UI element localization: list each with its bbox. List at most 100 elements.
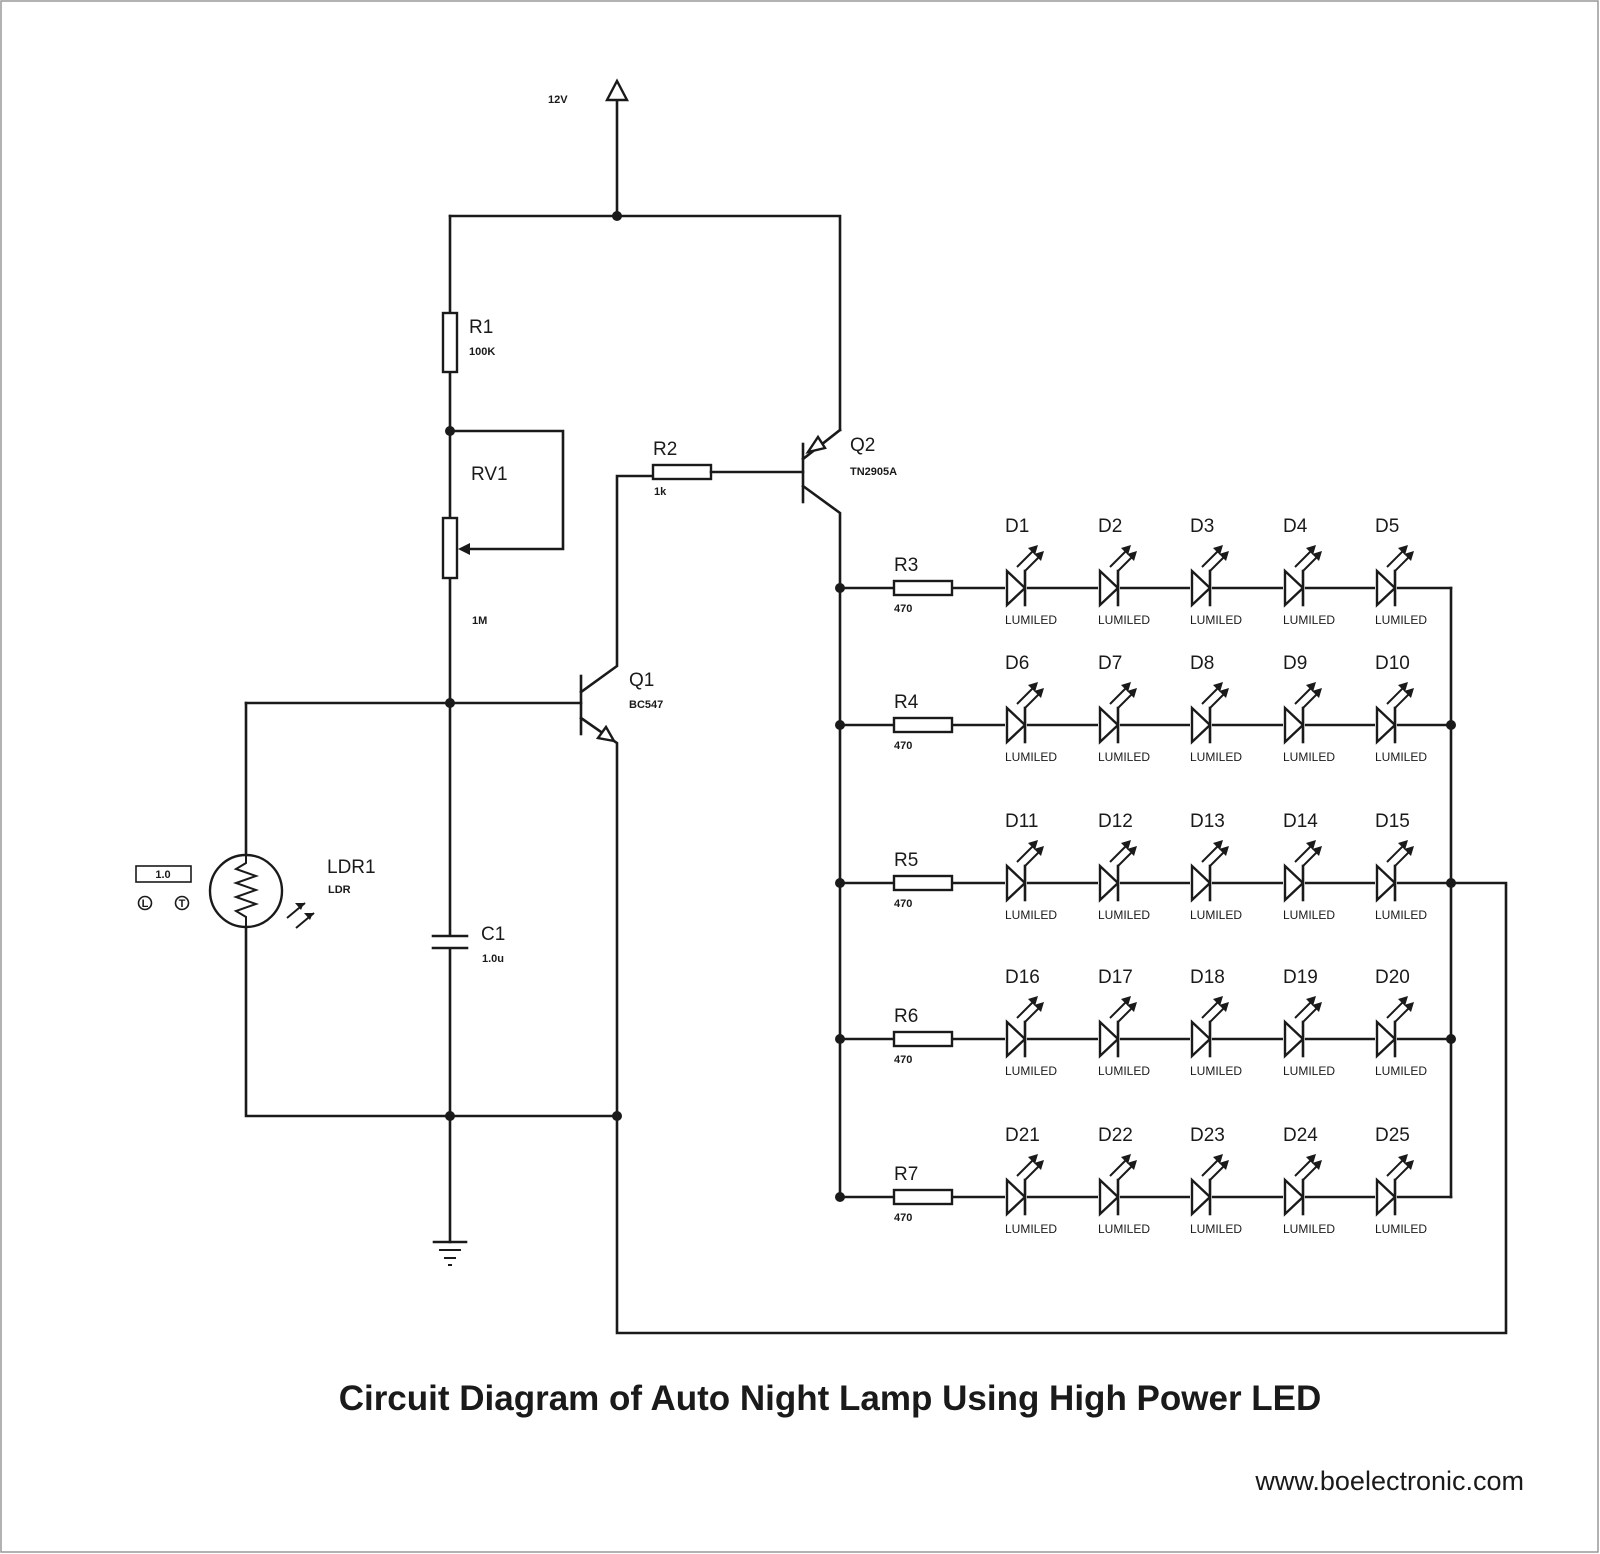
supply-terminal: 12V xyxy=(548,78,629,214)
r1-label: R1 xyxy=(469,317,493,338)
r1-value: 100K xyxy=(469,346,495,358)
led-value: LUMILED xyxy=(1375,1222,1427,1236)
led-value: LUMILED xyxy=(1098,750,1150,764)
website-label: www.boelectronic.com xyxy=(1254,1466,1524,1496)
led-value: LUMILED xyxy=(1098,1222,1150,1236)
transistor-q1: Q1 BC547 xyxy=(579,474,663,1118)
c1-value: 1.0u xyxy=(482,953,504,965)
resistor-value: 470 xyxy=(894,898,912,910)
led-label: D4 xyxy=(1283,516,1308,537)
resistor-label: R5 xyxy=(894,850,918,871)
rv1-label: RV1 xyxy=(471,464,508,485)
led-label: D7 xyxy=(1098,653,1122,674)
junction-left xyxy=(835,583,845,593)
led-label: D23 xyxy=(1190,1125,1225,1146)
supply-label: 12V xyxy=(548,94,568,106)
q2-label: Q2 xyxy=(850,435,875,456)
junction-right xyxy=(1446,878,1456,888)
led-value: LUMILED xyxy=(1005,613,1057,627)
led-label: D14 xyxy=(1283,811,1318,832)
ldr1-value: LDR xyxy=(328,884,351,896)
led-value: LUMILED xyxy=(1283,908,1335,922)
led-value: LUMILED xyxy=(1190,750,1242,764)
resistor-value: 470 xyxy=(894,603,912,615)
junction-left xyxy=(835,1034,845,1044)
led-value: LUMILED xyxy=(1005,750,1057,764)
led-label: D10 xyxy=(1375,653,1410,674)
led-label: D8 xyxy=(1190,653,1214,674)
resistor-r5: R5 470 xyxy=(892,850,954,910)
potentiometer-rv1: RV1 1M xyxy=(441,426,565,627)
resistor-label: R3 xyxy=(894,555,918,576)
led-label: D22 xyxy=(1098,1125,1133,1146)
q1-value: BC547 xyxy=(629,699,663,711)
ldr-meter-left-button[interactable]: L xyxy=(137,895,153,911)
rv1-value: 1M xyxy=(472,615,487,627)
led-label: D24 xyxy=(1283,1125,1318,1146)
led-label: D21 xyxy=(1005,1125,1040,1146)
transistor-q2: Q2 TN2905A xyxy=(801,428,897,1199)
c1-label: C1 xyxy=(481,924,505,945)
r2-value: 1k xyxy=(654,486,667,498)
resistor-r2: R2 1k xyxy=(651,439,805,498)
led-value: LUMILED xyxy=(1375,750,1427,764)
led-value: LUMILED xyxy=(1098,908,1150,922)
ldr-meter-right-button[interactable]: T xyxy=(174,895,190,911)
junction-right xyxy=(1446,720,1456,730)
junction-right xyxy=(1446,1034,1456,1044)
led-label: D3 xyxy=(1190,516,1214,537)
ldr-meter[interactable]: 1.0 L T xyxy=(135,865,192,911)
led-label: D6 xyxy=(1005,653,1029,674)
led-label: D18 xyxy=(1190,967,1225,988)
diagram-title: Circuit Diagram of Auto Night Lamp Using… xyxy=(339,1379,1322,1418)
led-label: D11 xyxy=(1005,811,1038,832)
led-value: LUMILED xyxy=(1190,1064,1242,1078)
q2-value: TN2905A xyxy=(850,466,897,478)
resistor-r1: R1 100K xyxy=(441,311,495,374)
led-label: D1 xyxy=(1005,516,1029,537)
resistor-label: R6 xyxy=(894,1006,918,1027)
led-label: D20 xyxy=(1375,967,1410,988)
ldr-meter-right-glyph: T xyxy=(179,898,186,910)
ldr1-label: LDR1 xyxy=(327,857,376,878)
led-label: D15 xyxy=(1375,811,1410,832)
led-value: LUMILED xyxy=(1283,1064,1335,1078)
q1-label: Q1 xyxy=(629,670,654,691)
r2-label: R2 xyxy=(653,439,677,460)
capacitor-c1: C1 1.0u xyxy=(431,924,505,965)
led-label: D13 xyxy=(1190,811,1225,832)
junction-left xyxy=(835,720,845,730)
led-label: D17 xyxy=(1098,967,1133,988)
ldr-ldr1: LDR1 LDR xyxy=(208,701,619,1118)
led-label: D12 xyxy=(1098,811,1133,832)
led-label: D2 xyxy=(1098,516,1122,537)
led-value: LUMILED xyxy=(1283,1222,1335,1236)
resistor-value: 470 xyxy=(894,740,912,752)
led-array: R3470D1LUMILEDD2LUMILEDD3LUMILEDD4LUMILE… xyxy=(835,516,1456,1236)
